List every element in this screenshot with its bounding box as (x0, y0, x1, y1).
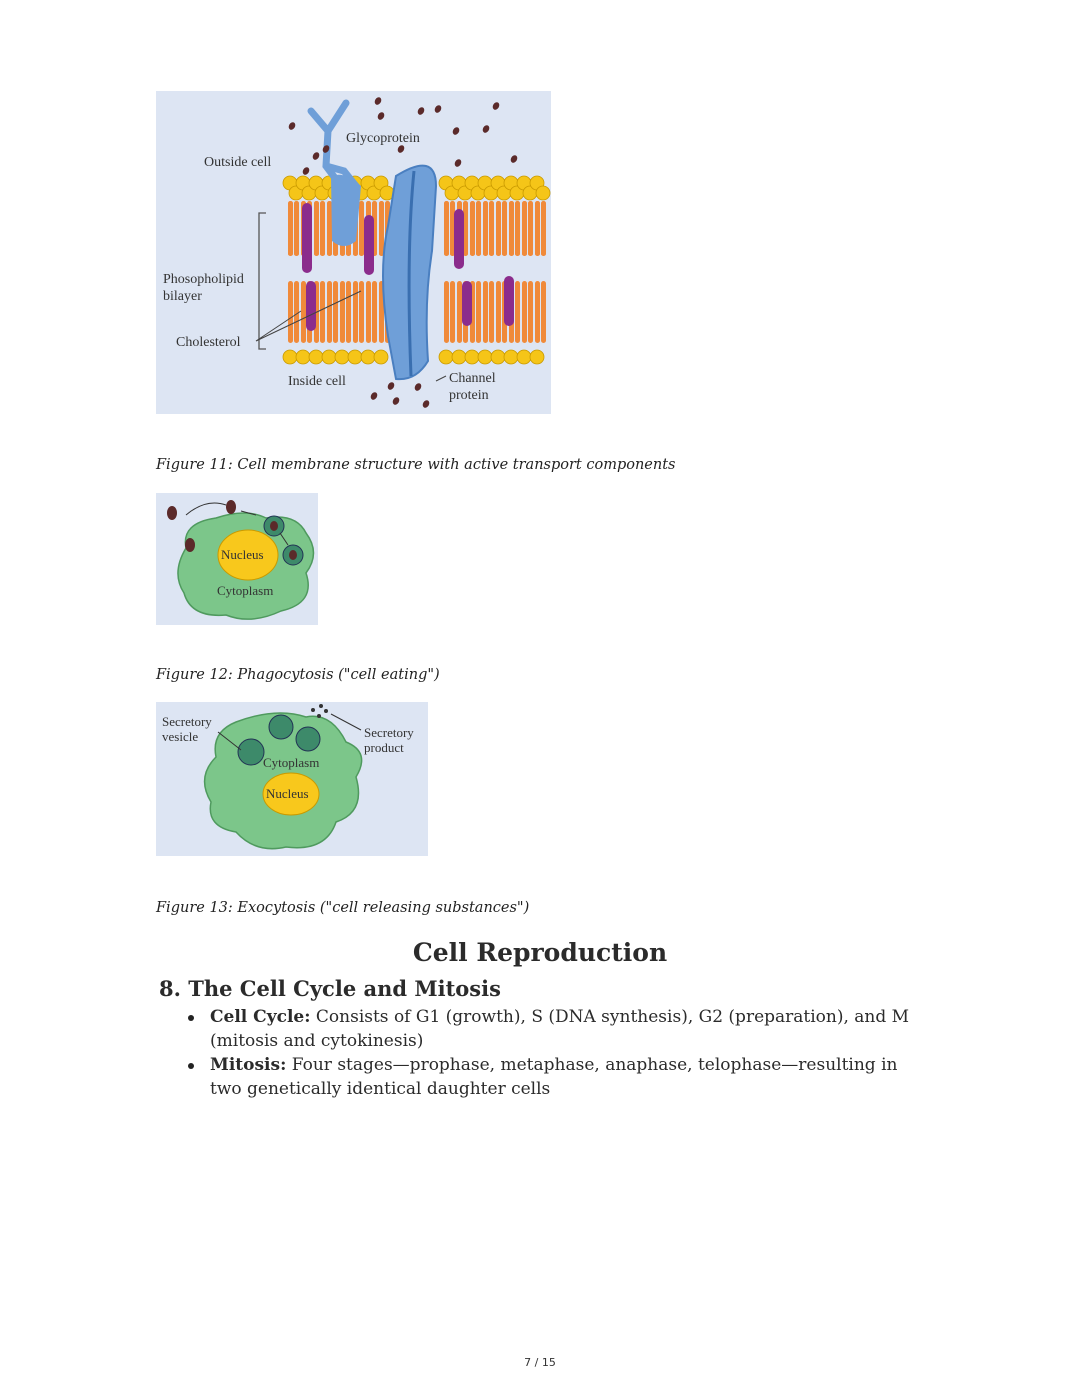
label-product: product (364, 740, 404, 755)
label-secretory-product: Secretory (364, 725, 414, 740)
label-nucleus: Nucleus (221, 547, 264, 562)
label-cytoplasm: Cytoplasm (217, 583, 273, 598)
glycoprotein-shape (307, 99, 361, 246)
list-item: Cell Cycle: Consists of G1 (growth), S (… (178, 1006, 918, 1053)
phagocytosis-figure: Nucleus Cytoplasm (156, 493, 318, 625)
label-vesicle: vesicle (162, 729, 198, 744)
section-title: Cell Reproduction (412, 938, 668, 967)
figure-12-caption: Figure 12: Phagocytosis ("cell eating") (156, 667, 440, 683)
bullet-list: Cell Cycle: Consists of G1 (growth), S (… (178, 1006, 918, 1102)
label-channel: Channel (449, 371, 496, 386)
membrane-figure: Glycoprotein Outside cell Phosopholipid … (156, 91, 551, 414)
phagocytosis-diagram: Nucleus Cytoplasm (167, 500, 315, 620)
label-inside-cell: Inside cell (288, 374, 346, 389)
label-glycoprotein: Glycoprotein (346, 131, 420, 146)
particles (311, 704, 328, 718)
exocytosis-diagram: Secretory vesicle Secretory product Cyto… (162, 704, 414, 850)
exocytosis-figure: Secretory vesicle Secretory product Cyto… (156, 702, 428, 856)
particles (288, 97, 518, 408)
label-cholesterol: Cholesterol (176, 335, 241, 350)
page-number: 7 / 15 (524, 1356, 556, 1369)
label-outside-cell: Outside cell (204, 155, 271, 170)
label-protein: protein (449, 388, 489, 403)
bullet-term: Cell Cycle: (210, 1007, 311, 1027)
cholesterol-molecules (302, 203, 514, 331)
lipid-heads-bottom (282, 349, 545, 365)
membrane-diagram: Glycoprotein Outside cell Phosopholipid … (163, 97, 551, 408)
label-cytoplasm: Cytoplasm (263, 755, 319, 770)
label-secretory-vesicle: Secretory (162, 714, 212, 729)
subsection-title: 8. The Cell Cycle and Mitosis (159, 976, 501, 1001)
particles (167, 500, 297, 560)
figure-11-caption: Figure 11: Cell membrane structure with … (156, 457, 676, 473)
bullet-dot (188, 1015, 194, 1021)
figure-13-caption: Figure 13: Exocytosis ("cell releasing s… (156, 900, 530, 916)
list-item: Mitosis: Four stages—prophase, metaphase… (178, 1054, 918, 1101)
bullet-dot (188, 1063, 194, 1069)
label-nucleus: Nucleus (266, 786, 309, 801)
bullet-text: Consists of G1 (growth), S (DNA synthesi… (210, 1007, 910, 1051)
label-phospholipid: Phosopholipid (163, 272, 244, 287)
bullet-term: Mitosis: (210, 1055, 287, 1075)
nucleus-shape (262, 772, 320, 816)
bullet-text: Four stages—prophase, metaphase, anaphas… (210, 1055, 898, 1099)
label-bilayer: bilayer (163, 289, 202, 304)
nucleus-shape (217, 529, 279, 581)
